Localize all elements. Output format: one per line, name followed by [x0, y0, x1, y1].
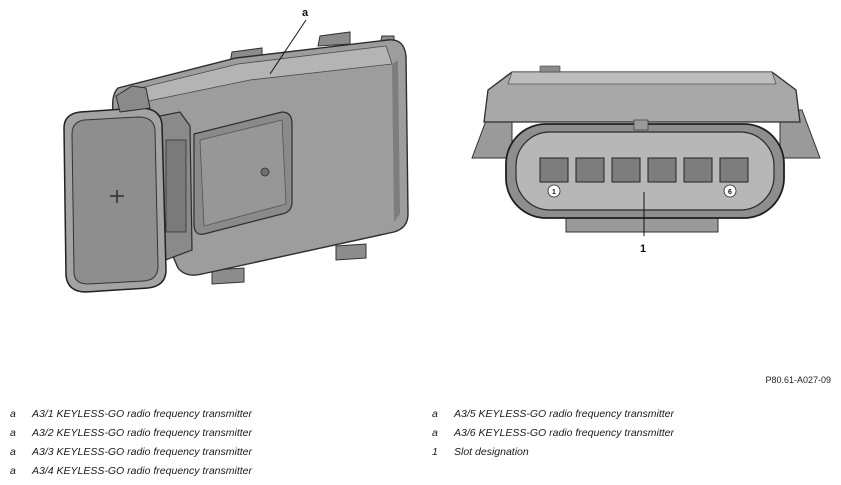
legend-key: 1	[432, 445, 438, 458]
legend-key: a	[10, 407, 16, 420]
figure-reference-code: P80.61-A027-09	[765, 375, 831, 385]
legend-item: a A3/6 KEYLESS-GO radio frequency transmi…	[432, 423, 674, 442]
transmitter-housing-side-view	[63, 31, 409, 293]
pin-1-label: 1	[552, 189, 556, 196]
legend-text: A3/5 KEYLESS-GO radio frequency transmit…	[454, 407, 675, 420]
legend-text: A3/2 KEYLESS-GO radio frequency transmit…	[32, 426, 253, 439]
transmitter-connector-front-view: 1 6	[471, 65, 821, 233]
legend-item: a A3/5 KEYLESS-GO radio frequency transmi…	[432, 404, 674, 423]
legend-item: a A3/3 KEYLESS-GO radio frequency transmi…	[10, 442, 252, 461]
legend-item: a A3/4 KEYLESS-GO radio frequency transmi…	[10, 461, 252, 480]
legend-text: Slot designation	[454, 445, 529, 458]
legend-key: a	[10, 445, 16, 458]
legend-item: 1 Slot designation	[432, 442, 674, 461]
legend-right-column: a A3/5 KEYLESS-GO radio frequency transmi…	[432, 404, 674, 461]
legend-text: A3/3 KEYLESS-GO radio frequency transmit…	[32, 445, 253, 458]
callout-label-a: a	[302, 7, 309, 19]
legend-key: a	[432, 407, 438, 420]
callout-leader-a	[269, 19, 307, 75]
pin-6-badge	[723, 184, 737, 198]
legend-item: a A3/1 KEYLESS-GO radio frequency transmi…	[10, 404, 252, 423]
legend-text: A3/4 KEYLESS-GO radio frequency transmit…	[32, 464, 253, 477]
legend-text: A3/6 KEYLESS-GO radio frequency transmit…	[454, 426, 675, 439]
legend-key: a	[10, 464, 16, 477]
legend-key: a	[432, 426, 438, 439]
legend-text: A3/1 KEYLESS-GO radio frequency transmit…	[32, 407, 253, 420]
component-illustration: a 1 6 1	[63, 7, 821, 293]
legend-key: a	[10, 426, 16, 439]
pin-1-badge	[547, 184, 561, 198]
callout-label-1: 1	[640, 243, 646, 255]
legend-item: a A3/2 KEYLESS-GO radio frequency transmi…	[10, 423, 252, 442]
legend-left-column: a A3/1 KEYLESS-GO radio frequency transmi…	[10, 404, 252, 480]
pin-6-label: 6	[728, 189, 732, 196]
